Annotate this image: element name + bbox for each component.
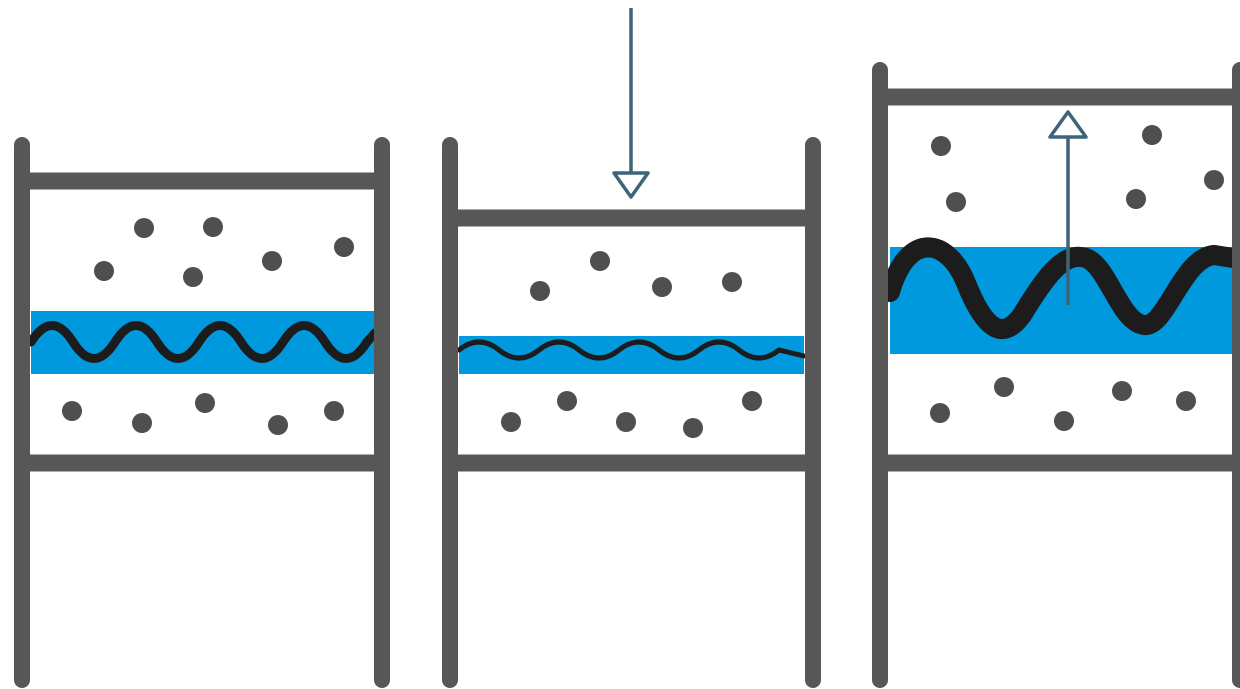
particle (1204, 170, 1224, 190)
particle (501, 412, 521, 432)
particle (1142, 125, 1162, 145)
particle (557, 391, 577, 411)
particle (722, 272, 742, 292)
particle (262, 251, 282, 271)
right-cylinder (880, 70, 1240, 680)
particle (132, 413, 152, 433)
particle (195, 393, 215, 413)
particle (742, 391, 762, 411)
particle (530, 281, 550, 301)
particle (324, 401, 344, 421)
particle (590, 251, 610, 271)
particle (931, 136, 951, 156)
left-cylinder (22, 145, 390, 680)
particle (134, 218, 154, 238)
particle (62, 401, 82, 421)
middle-cylinder (450, 8, 813, 680)
particle (1126, 189, 1146, 209)
particle (183, 267, 203, 287)
particle (616, 412, 636, 432)
particle (268, 415, 288, 435)
particle (994, 377, 1014, 397)
particle (930, 403, 950, 423)
particle (1054, 411, 1074, 431)
particle (1176, 391, 1196, 411)
particle (334, 237, 354, 257)
particle (652, 277, 672, 297)
particle (94, 261, 114, 281)
particle (1112, 381, 1132, 401)
particle (203, 217, 223, 237)
arrow-down-icon (614, 8, 648, 197)
particle (683, 418, 703, 438)
particle (946, 192, 966, 212)
